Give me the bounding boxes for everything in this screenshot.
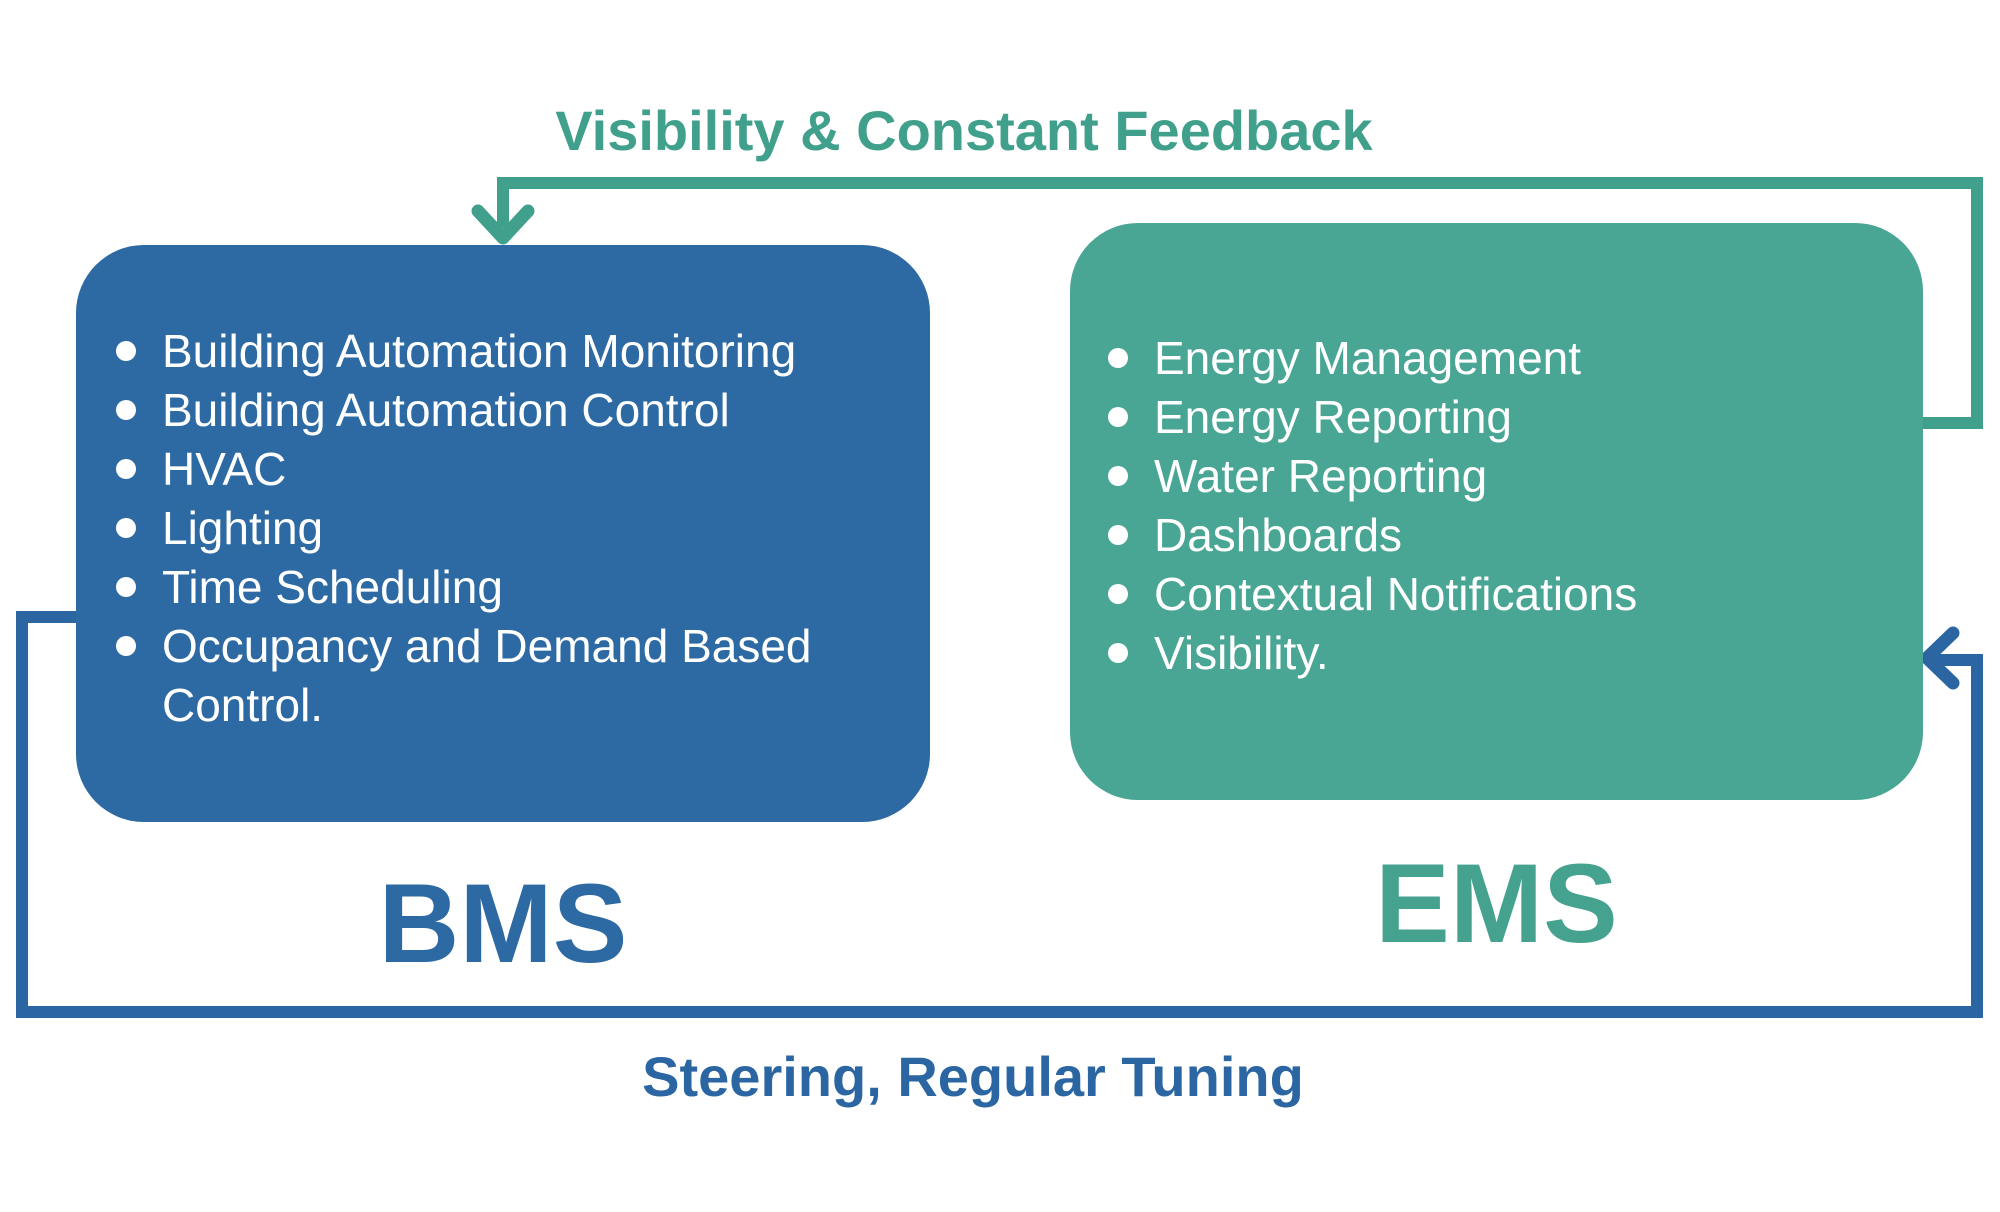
- bms-list-item: Time Scheduling: [116, 558, 880, 617]
- bms-list-item: Building Automation Monitoring: [116, 322, 880, 381]
- steering-label: Steering, Regular Tuning: [642, 1045, 1304, 1108]
- bms-list-item: Lighting: [116, 499, 880, 558]
- feedback-label: Visibility & Constant Feedback: [555, 99, 1373, 162]
- feedback-arrowhead-icon: [471, 204, 535, 245]
- ems-list-item: Contextual Notifications: [1108, 565, 1883, 624]
- steering-arrow-line: [16, 611, 1983, 1018]
- bms-list-item: Building Automation Control: [116, 381, 880, 440]
- bms-list-item: HVAC: [116, 440, 880, 499]
- ems-list: Energy Management Energy Reporting Water…: [1070, 223, 1923, 683]
- bms-list-item: Occupancy and Demand Based Control.: [116, 617, 880, 735]
- bms-title: BMS: [378, 861, 628, 986]
- ems-title: EMS: [1375, 841, 1618, 966]
- steering-arrowhead-icon: [1920, 626, 1960, 690]
- ems-list-item: Energy Management: [1108, 329, 1883, 388]
- ems-list-item: Dashboards: [1108, 506, 1883, 565]
- feedback-arrow-line: [497, 177, 1983, 429]
- ems-list-item: Water Reporting: [1108, 447, 1883, 506]
- ems-box: Energy Management Energy Reporting Water…: [1070, 223, 1923, 800]
- ems-list-item: Energy Reporting: [1108, 388, 1883, 447]
- bms-box: Building Automation Monitoring Building …: [76, 245, 930, 822]
- ems-list-item: Visibility.: [1108, 624, 1883, 683]
- bms-list: Building Automation Monitoring Building …: [76, 245, 930, 735]
